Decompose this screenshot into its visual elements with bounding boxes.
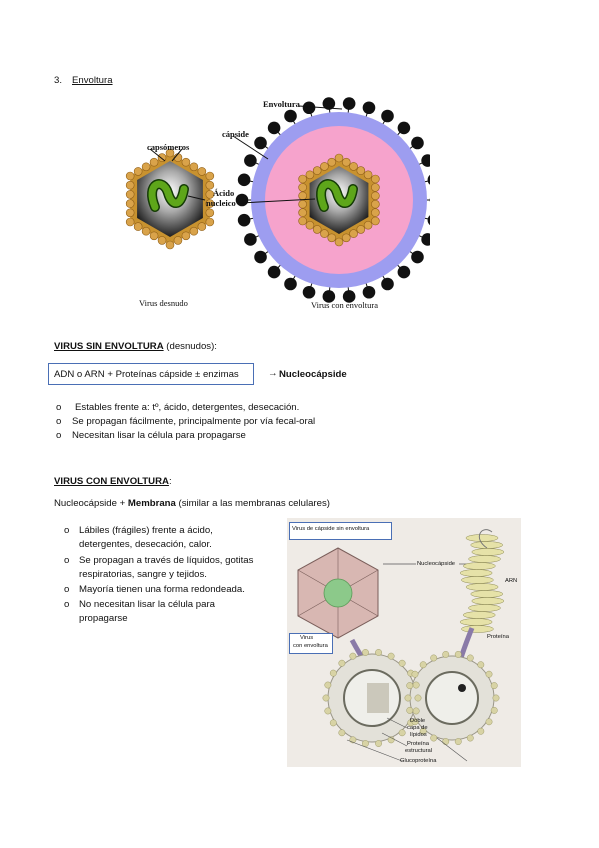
figure-box-top-label: Virus de cápside sin envoltura	[292, 526, 370, 532]
virus-comparison-figure	[125, 97, 430, 303]
figure-label-doble-2: capa de	[407, 725, 428, 731]
label-acido: Ácido	[213, 188, 235, 198]
figure-box-top	[289, 522, 392, 540]
formula-box	[48, 363, 254, 385]
textbook-figure-drawing	[297, 529, 505, 762]
label-capsomeros: capsómeros	[147, 142, 190, 152]
figure-label-doble-1: Doble	[410, 718, 426, 724]
enveloped-heading-title: VIRUS CON ENVOLTURA	[54, 476, 169, 487]
figure-label-proteina: Proteína	[487, 634, 509, 640]
naked-bullet-3: Necesitan lisar la célula para propagars…	[72, 430, 246, 441]
figure-box-bottom	[289, 633, 333, 654]
naked-bullet-marker-2: o	[56, 416, 62, 427]
naked-heading: VIRUS SIN ENVOLTURA (desnudos):	[54, 341, 217, 353]
env-bullet-4a: No necesitan lisar la célula para	[79, 599, 215, 610]
naked-bullet-2: Se propagan fácilmente, principalmente p…	[72, 416, 316, 427]
label-envoltura: Envoltura	[263, 99, 300, 109]
label-capside: cápside	[222, 129, 249, 139]
env-bullet-marker-2: o	[64, 555, 70, 566]
figure-label-doble-3: lípidos	[410, 732, 427, 738]
figure-label-arn: ARN	[505, 578, 518, 584]
figure-label-proteina-estr-2: estructural	[405, 748, 433, 754]
caption-virus-desnudo: Virus desnudo	[139, 298, 188, 308]
env-bullet-2b: respiratorias, sangre y tejidos.	[79, 569, 207, 580]
figure-label-nucleocapside: Nucleocápside	[417, 561, 456, 567]
enveloped-virus-illustration	[235, 97, 430, 303]
naked-heading-title: VIRUS SIN ENVOLTURA	[54, 341, 164, 352]
figure-label-glucoproteina: Glucoproteína	[400, 758, 437, 764]
naked-virus-illustration	[125, 148, 215, 250]
section-title: Envoltura	[72, 75, 113, 86]
figure-box-bottom-label-2: con envoltura	[293, 643, 328, 649]
env-bullet-marker-4: o	[64, 599, 70, 610]
env-bullet-marker-1: o	[64, 525, 70, 536]
enveloped-line-bold: Membrana	[127, 498, 176, 509]
enveloped-heading-suffix: :	[168, 476, 172, 487]
env-bullet-2a: Se propagan a través de líquidos, gotita…	[79, 555, 254, 566]
env-bullet-1b: detergentes, desecación, calor.	[79, 539, 212, 550]
figure-box-bottom-label-1: Virus	[300, 635, 314, 641]
env-bullet-3a: Mayoría tienen una forma redondeada.	[79, 584, 245, 595]
formula-result: Nucleocápside	[279, 369, 347, 380]
enveloped-line-prefix: Nucleocápside +	[54, 498, 128, 509]
naked-heading-suffix: (desnudos):	[163, 341, 217, 352]
naked-bullet-marker-3: o	[56, 430, 62, 441]
caption-virus-envoltura: Virus con envoltura	[311, 300, 378, 310]
enveloped-heading: VIRUS CON ENVOLTURA:	[54, 476, 172, 488]
enveloped-line-suffix: (similar a las membranas celulares)	[175, 498, 330, 509]
label-nucleico: nucleico	[206, 198, 236, 208]
section-number: 3.	[54, 75, 63, 86]
naked-bullet-marker-1: o	[56, 402, 62, 413]
formula-arrow: →	[268, 368, 278, 379]
env-bullet-1a: Lábiles (frágiles) frente a ácido,	[79, 525, 213, 536]
naked-formula: ADN o ARN + Proteínas cápside ± enzimas	[54, 369, 239, 380]
env-bullet-marker-3: o	[64, 584, 70, 595]
naked-bullet-1: Estables frente a: tº, ácido, detergente…	[75, 402, 300, 413]
env-bullet-4b: propagarse	[79, 613, 128, 624]
enveloped-line: Nucleocápside + Membrana (similar a las …	[54, 498, 330, 510]
figure-label-proteina-estr-1: Proteína	[407, 741, 429, 747]
